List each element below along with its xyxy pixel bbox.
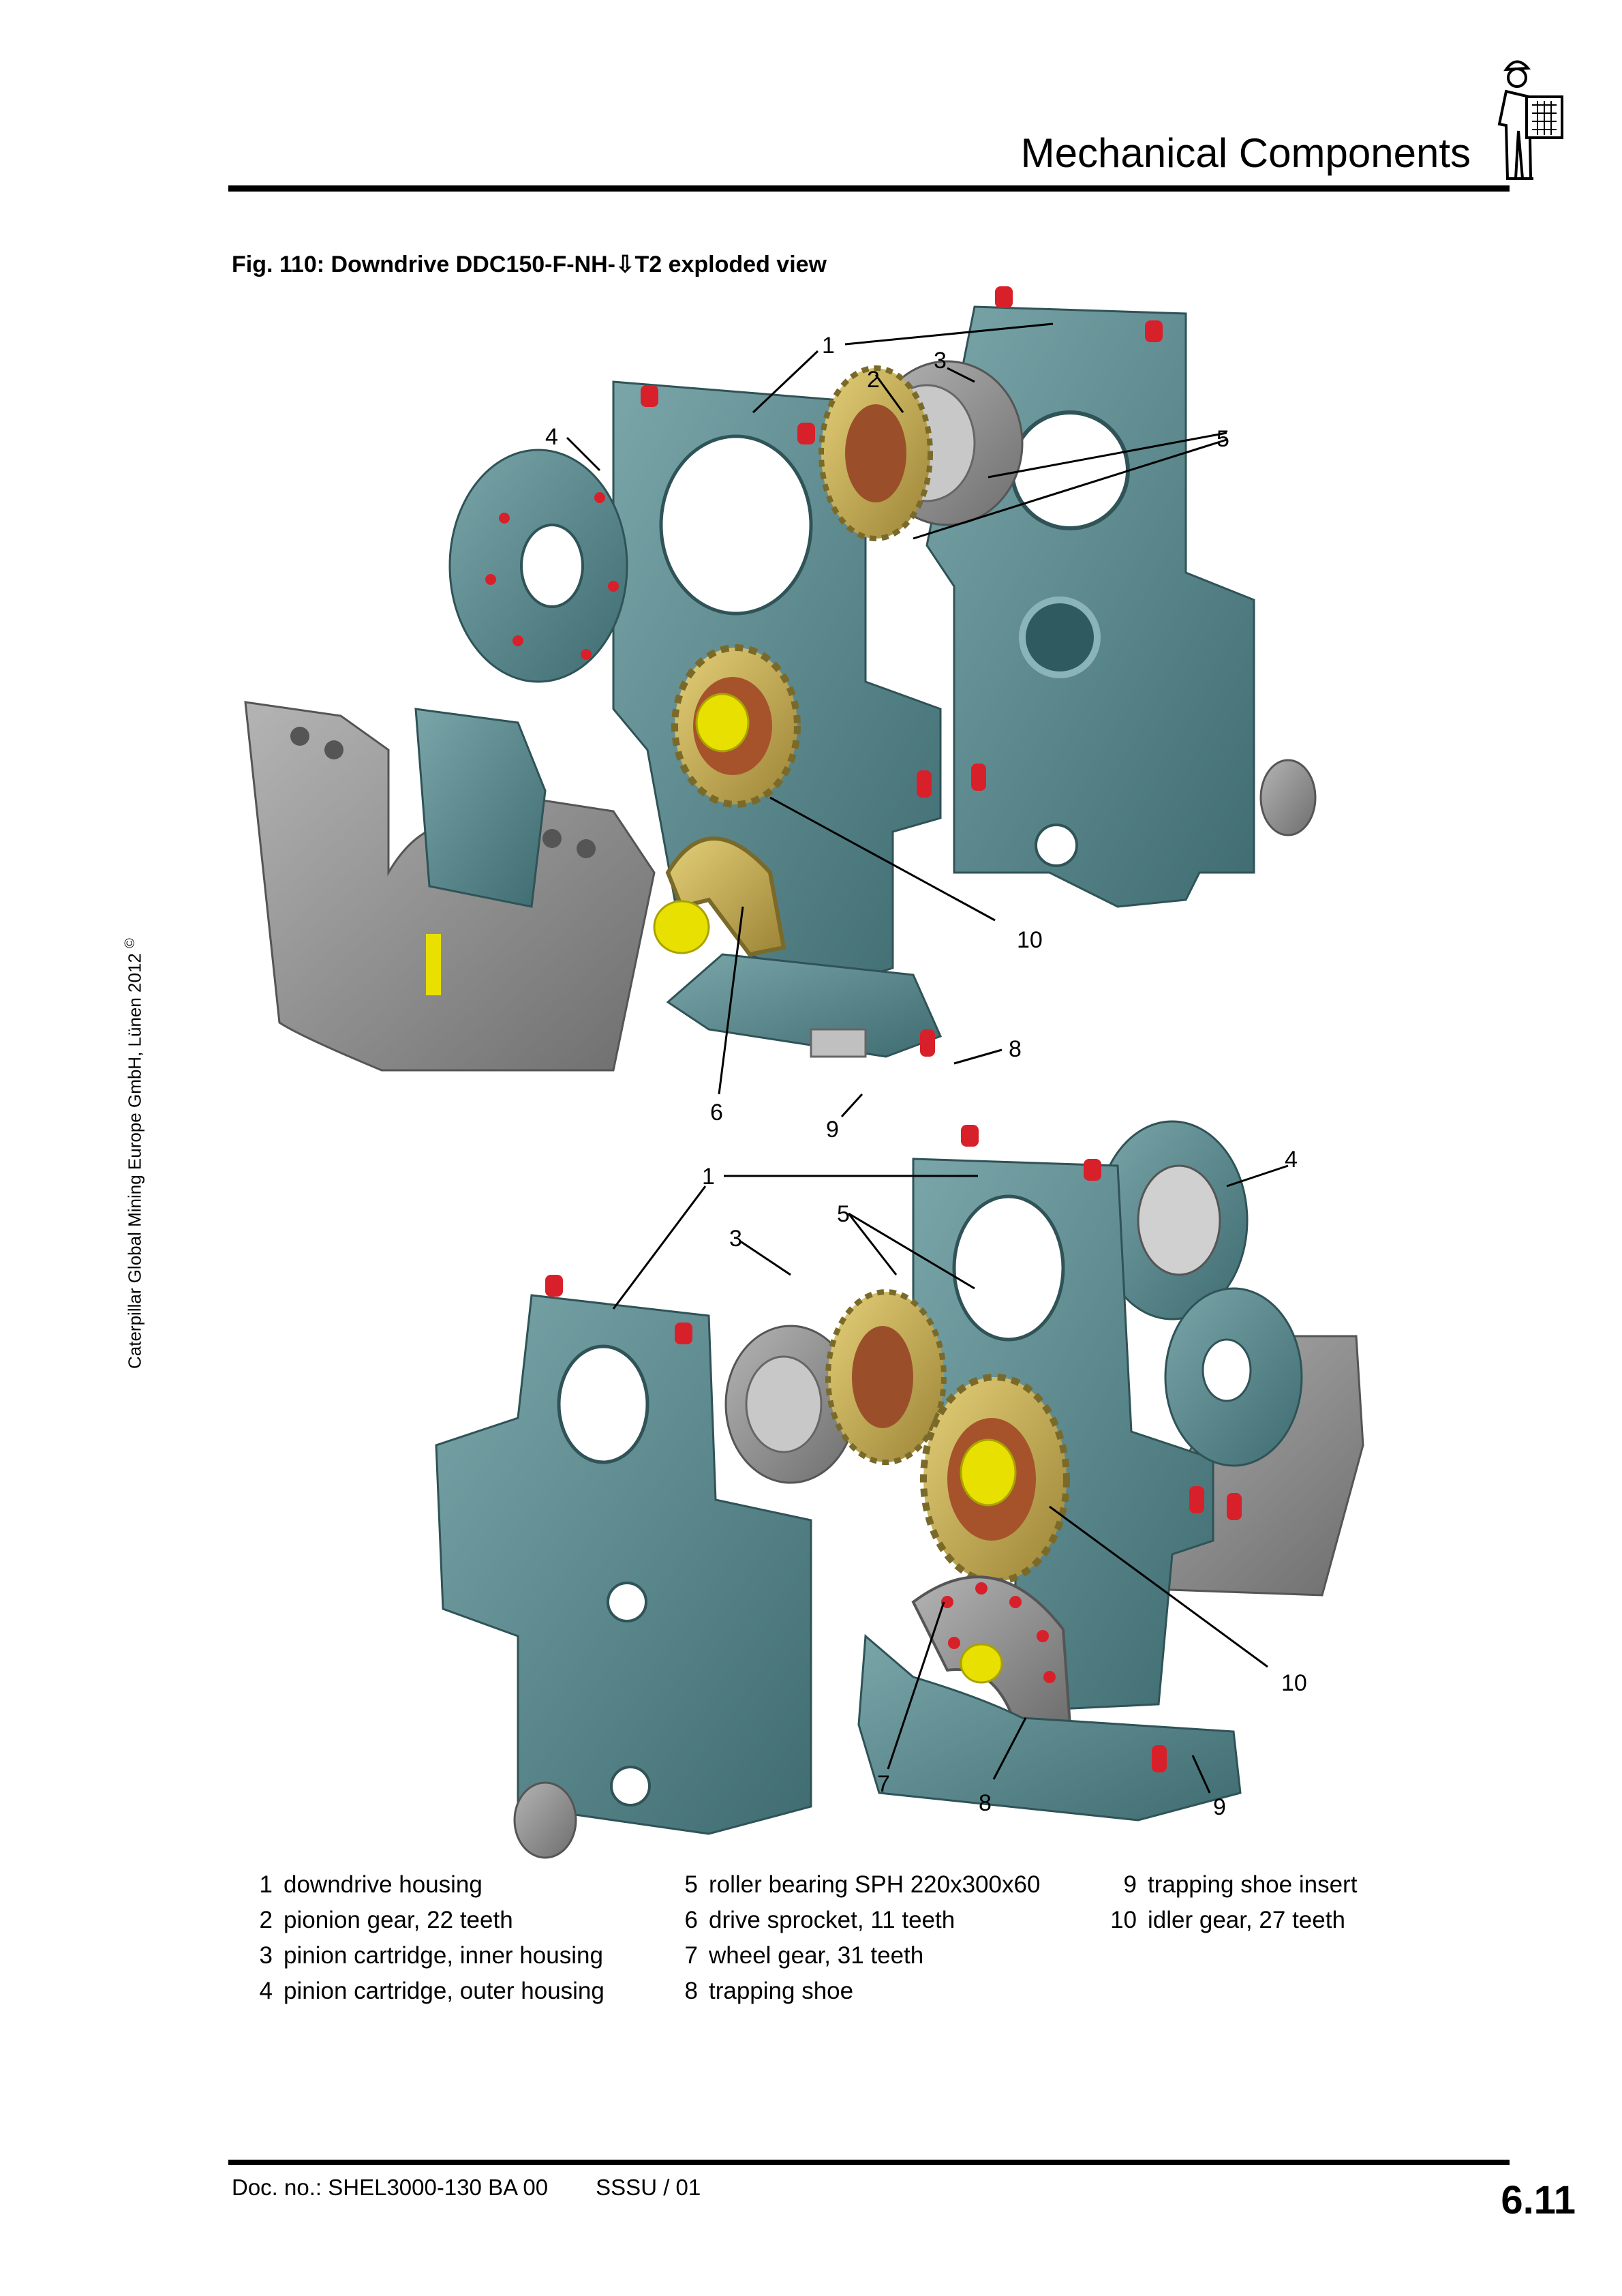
figure-caption: Fig. 110: Downdrive DDC150-F-NH-⇩T2 expl…: [232, 252, 827, 277]
bottom-flange: [513, 1781, 577, 1859]
worker-icon: [1497, 60, 1563, 180]
document-number: Doc. no.: SHEL3000-130 BA 00 SSSU / 01: [232, 2175, 701, 2201]
callout-bottom-8: 8: [979, 1790, 992, 1816]
top-flange: [1259, 759, 1317, 836]
callout-top-5: 5: [1216, 426, 1229, 452]
callout-top-10: 10: [1017, 927, 1043, 953]
callout-bottom-1: 1: [702, 1164, 715, 1190]
top-small-plate: [414, 708, 547, 908]
callout-bottom-9: 9: [1213, 1794, 1226, 1820]
top-trapping-shoe: [666, 953, 943, 1058]
exploded-view-illustration: 1 2 3 4 5 6 8 9 10: [244, 286, 1364, 1859]
page-number: 6.11: [1501, 2178, 1576, 2222]
callout-top-4: 4: [545, 424, 558, 450]
callout-top-1: 1: [822, 333, 835, 359]
header-rule: [228, 185, 1510, 192]
callout-top-6: 6: [710, 1100, 723, 1126]
callout-bottom-7: 7: [877, 1771, 890, 1797]
callout-bottom-4: 4: [1285, 1147, 1298, 1173]
callout-bottom-10: 10: [1281, 1670, 1307, 1696]
copyright-symbol: ©: [123, 938, 138, 948]
doc-number-text: Doc. no.: SHEL3000-130 BA 00: [232, 2175, 549, 2200]
bottom-trapping-shoe: [857, 1633, 1242, 1822]
bottom-assembly: [435, 1120, 1364, 1859]
revision-text: SSSU / 01: [596, 2175, 701, 2200]
bottom-housing-front: [435, 1294, 812, 1835]
section-title: Mechanical Components: [1020, 130, 1471, 176]
callout-top-3: 3: [934, 348, 947, 374]
callout-top-9: 9: [826, 1117, 839, 1143]
top-assembly: [244, 286, 1317, 1072]
callout-bottom-3: 3: [729, 1226, 742, 1252]
copyright-text: Caterpillar Global Mining Europe GmbH, L…: [124, 953, 145, 1369]
footer-rule: [228, 2160, 1510, 2165]
copyright-note: Caterpillar Global Mining Europe GmbH, L…: [123, 938, 146, 1369]
callout-top-2: 2: [867, 367, 880, 393]
top-drive-sprocket: [665, 836, 786, 957]
callout-top-8: 8: [1009, 1036, 1022, 1062]
callout-bottom-5: 5: [837, 1201, 850, 1227]
